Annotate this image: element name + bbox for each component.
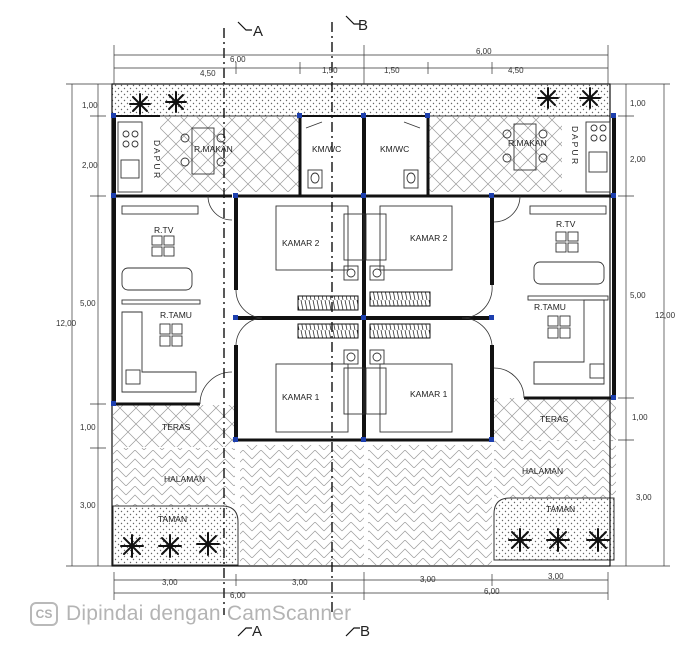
label-rtv-right: R.TV <box>556 219 576 229</box>
dim-bottom-total-right: 6,00 <box>484 587 500 596</box>
dining-floor-right <box>428 116 562 192</box>
label-r-makan-left: R.MAKAN <box>194 144 233 154</box>
dim-right-5: 3,00 <box>636 493 652 502</box>
dim-right-total: 12,00 <box>655 311 676 320</box>
label-r-makan-right: R.MAKAN <box>508 138 547 148</box>
label-halaman-left: HALAMAN <box>164 474 205 484</box>
watermark-text: Dipindai dengan CamScanner <box>66 602 352 625</box>
label-kmwc-right: KM/WC <box>380 144 409 154</box>
dim-bottom-seg-2: 3,00 <box>292 578 308 587</box>
dim-bottom-seg-1: 3,00 <box>162 578 178 587</box>
label-kamar1-left: KAMAR 1 <box>282 392 320 402</box>
section-a-bottom-label: A <box>252 623 262 640</box>
door-swings <box>199 121 525 405</box>
label-kamar2-left: KAMAR 2 <box>282 238 320 248</box>
dim-top-total-left: 6,00 <box>230 55 246 64</box>
dim-left-2: 2,00 <box>82 161 98 170</box>
dim-right-1: 1,00 <box>630 99 646 108</box>
dim-left-5: 3,00 <box>80 501 96 510</box>
label-rtamu-left: R.TAMU <box>160 310 192 320</box>
label-taman-right: TAMAN <box>546 504 575 514</box>
dim-bottom-total-left: 6,00 <box>230 591 246 600</box>
column-markers <box>111 113 616 442</box>
dim-top-total-right: 6,00 <box>476 47 492 56</box>
driveway-left <box>240 445 364 565</box>
label-dapur-right: D A P U R <box>570 126 580 164</box>
label-kamar1-right: KAMAR 1 <box>410 389 448 399</box>
label-taman-left: TAMAN <box>158 514 187 524</box>
section-arrows <box>237 15 360 637</box>
teras-floor-right <box>494 398 616 440</box>
driveway-right <box>368 445 492 565</box>
palm-plants <box>120 87 610 558</box>
taman-area-left <box>112 505 239 566</box>
label-rtv-left: R.TV <box>154 225 174 235</box>
dim-left-total: 12,00 <box>56 319 77 328</box>
label-dapur-left: D A P U R <box>152 140 162 178</box>
dim-top-seg-2: 1,50 <box>322 66 338 75</box>
furniture <box>117 121 611 433</box>
label-kamar2-right: KAMAR 2 <box>410 233 448 243</box>
label-kmwc-left: KM/WC <box>312 144 341 154</box>
wardrobe-bottom-right <box>369 323 431 339</box>
dim-left-1: 1,00 <box>82 101 98 110</box>
wardrobe-top-right <box>369 291 431 307</box>
label-halaman-right: HALAMAN <box>522 466 563 476</box>
dim-left-3: 5,00 <box>80 299 96 308</box>
dim-top-seg-1: 4,50 <box>200 69 216 78</box>
label-teras-right: TERAS <box>540 414 569 424</box>
wardrobe-top-left <box>297 295 359 311</box>
section-b-top-label: B <box>358 17 368 34</box>
dining-floor-left <box>160 116 300 192</box>
dim-bottom-seg-3: 3,00 <box>420 575 436 584</box>
wardrobe-bottom-left <box>297 323 359 339</box>
section-b-bottom-label: B <box>360 623 370 640</box>
camscanner-logo-icon: CS <box>30 602 58 626</box>
dim-top-seg-4: 4,50 <box>508 66 524 75</box>
halaman-floor-right <box>494 440 616 498</box>
label-teras-left: TERAS <box>162 422 191 432</box>
section-a-top-label: A <box>253 23 263 40</box>
dimension-lines <box>66 45 670 600</box>
dim-top-seg-3: 1,50 <box>384 66 400 75</box>
dim-bottom-seg-4: 3,00 <box>548 572 564 581</box>
section-lines <box>223 22 333 615</box>
teras-floor-left <box>113 405 235 447</box>
dim-right-4: 1,00 <box>632 413 648 422</box>
halaman-floor-left <box>113 448 235 506</box>
dim-right-3: 5,00 <box>630 291 646 300</box>
camscanner-watermark: CS Dipindai dengan CamScanner <box>30 602 351 626</box>
dim-right-2: 2,00 <box>630 155 646 164</box>
label-rtamu-right: R.TAMU <box>534 302 566 312</box>
back-garden-strip <box>111 83 611 117</box>
dim-left-4: 1,00 <box>80 423 96 432</box>
